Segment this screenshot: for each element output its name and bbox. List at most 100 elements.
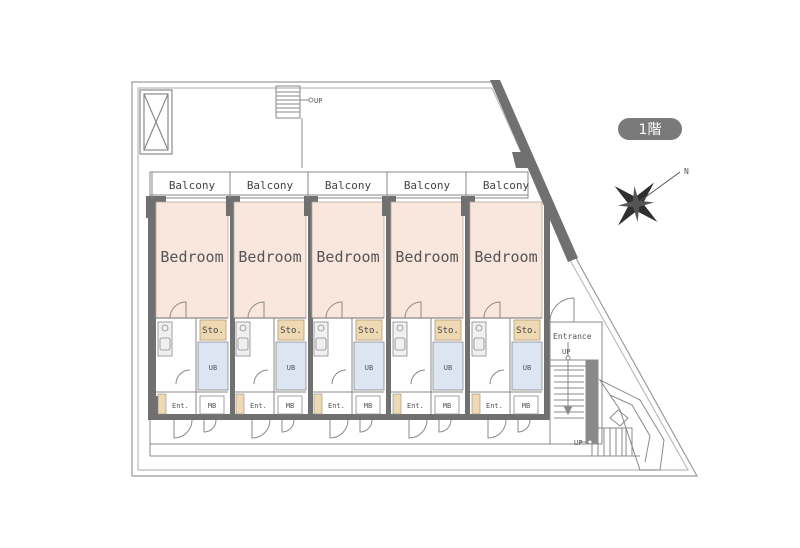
door-swing-icon bbox=[325, 301, 343, 319]
partition-wall bbox=[230, 196, 235, 418]
boundary-wall bbox=[490, 80, 578, 262]
door-swing-icon bbox=[483, 301, 501, 319]
void-box bbox=[139, 89, 173, 155]
top-stair-up-label: UP bbox=[314, 97, 322, 105]
compass-north-label: N bbox=[684, 167, 689, 176]
entry-label: Ent. bbox=[407, 402, 424, 410]
balcony-label: Balcony bbox=[247, 179, 294, 192]
balcony-label: Balcony bbox=[483, 179, 530, 192]
top-stair bbox=[275, 85, 314, 168]
door-swing-icon bbox=[438, 419, 452, 433]
door-swing-icon bbox=[410, 369, 426, 385]
storage-label: Sto. bbox=[516, 326, 538, 336]
kitchen-counter bbox=[313, 321, 329, 357]
door-swing-icon bbox=[251, 419, 271, 439]
bath-label: UB bbox=[209, 364, 217, 372]
bath-area bbox=[511, 341, 543, 391]
door-swing-icon bbox=[331, 369, 347, 385]
bedroom-label: Bedroom bbox=[316, 248, 379, 266]
meter-label: MB bbox=[208, 402, 216, 410]
entry-label: Ent. bbox=[328, 402, 345, 410]
partition-wall bbox=[308, 196, 313, 418]
sink-icon bbox=[473, 337, 485, 351]
storage-label: Sto. bbox=[202, 326, 224, 336]
bedroom-label: Bedroom bbox=[238, 248, 301, 266]
bottom-stair bbox=[580, 378, 665, 471]
stove-icon bbox=[475, 324, 483, 332]
bedroom-area bbox=[155, 201, 229, 319]
storage-label: Sto. bbox=[437, 326, 459, 336]
door-swing-icon bbox=[489, 369, 505, 385]
shoe-cabinet bbox=[157, 393, 167, 415]
storage-area bbox=[355, 319, 383, 341]
bath-area bbox=[197, 341, 229, 391]
compass-icon bbox=[614, 171, 681, 226]
kitchen-counter bbox=[471, 321, 487, 357]
bath-label: UB bbox=[523, 364, 531, 372]
floor-label: 1階 bbox=[639, 122, 662, 138]
balcony-label: Balcony bbox=[404, 179, 451, 192]
stove-icon bbox=[161, 324, 169, 332]
storage-area bbox=[434, 319, 462, 341]
meter-label: MB bbox=[522, 402, 530, 410]
sink-icon bbox=[159, 337, 171, 351]
door-swing-icon bbox=[517, 419, 531, 433]
partition-wall bbox=[386, 196, 391, 418]
bottom-stair-up-label: UP bbox=[574, 439, 582, 447]
door-swing-icon bbox=[175, 369, 191, 385]
site-outline bbox=[131, 81, 699, 477]
entrance-area bbox=[549, 297, 603, 445]
kitchen-counter bbox=[235, 321, 251, 357]
sink-icon bbox=[315, 337, 327, 351]
floor-badge: 1階 bbox=[618, 118, 682, 140]
meter-label: MB bbox=[286, 402, 294, 410]
entry-label: Ent. bbox=[172, 402, 189, 410]
partition-wall bbox=[465, 196, 470, 418]
door-swing-icon bbox=[253, 369, 269, 385]
meter-box bbox=[277, 395, 303, 415]
bath-label: UB bbox=[444, 364, 452, 372]
entry-label: Ent. bbox=[486, 402, 503, 410]
shoe-cabinet bbox=[313, 393, 323, 415]
bedroom-label: Bedroom bbox=[474, 248, 537, 266]
storage-area bbox=[513, 319, 541, 341]
bedroom-area bbox=[469, 201, 543, 319]
door-swing-icon bbox=[487, 419, 507, 439]
balcony-label: Balcony bbox=[325, 179, 372, 192]
door-swing-icon bbox=[404, 301, 422, 319]
storage-label: Sto. bbox=[280, 326, 302, 336]
meter-box bbox=[513, 395, 539, 415]
entry-label: Ent. bbox=[250, 402, 267, 410]
sink-icon bbox=[394, 337, 406, 351]
entrance-up-label: UP bbox=[562, 348, 570, 356]
balcony-label: Balcony bbox=[169, 179, 216, 192]
entrance-label: Entrance bbox=[553, 332, 592, 341]
bedroom-area bbox=[233, 201, 307, 319]
door-swing-icon bbox=[169, 301, 187, 319]
balcony-strip bbox=[149, 171, 529, 199]
shoe-cabinet bbox=[235, 393, 245, 415]
meter-label: MB bbox=[443, 402, 451, 410]
door-swing-icon bbox=[173, 419, 193, 439]
door-swing-icon bbox=[329, 419, 349, 439]
corridor bbox=[149, 420, 640, 457]
kitchen-counter bbox=[392, 321, 408, 357]
meter-box bbox=[355, 395, 381, 415]
bath-area bbox=[275, 341, 307, 391]
bedroom-label: Bedroom bbox=[395, 248, 458, 266]
meter-box bbox=[199, 395, 225, 415]
stove-icon bbox=[239, 324, 247, 332]
bath-label: UB bbox=[365, 364, 373, 372]
door-swing-icon bbox=[359, 419, 373, 433]
units-layer: BalconyBedroomSto.UBMBEnt.BalconyBedroom… bbox=[151, 172, 543, 439]
stove-icon bbox=[317, 324, 325, 332]
meter-label: MB bbox=[364, 402, 372, 410]
storage-label: Sto. bbox=[358, 326, 380, 336]
shoe-cabinet bbox=[392, 393, 402, 415]
storage-area bbox=[277, 319, 305, 341]
